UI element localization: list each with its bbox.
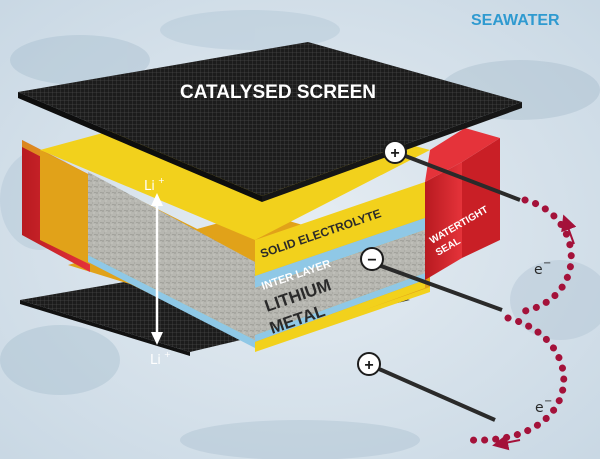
catalysed-screen-label: CATALYSED SCREEN (180, 82, 376, 103)
li-ion-bottom-charge: + (164, 350, 171, 359)
top-plus-symbol: + (390, 145, 399, 162)
solid-electrolyte-band (255, 182, 425, 276)
positive-bottom-wire (369, 363, 496, 422)
plus-circle-icon: + (383, 140, 407, 164)
li-ion-top-label: Li (144, 179, 155, 194)
electron-lower-charge: − (544, 396, 552, 407)
top-screen-left-edge (18, 92, 262, 202)
bottom-screen-edge (20, 300, 190, 356)
electrolyte-front-bottom (255, 280, 425, 350)
inter-layer-band (255, 218, 425, 288)
li-ion-bottom-label: Li (150, 353, 161, 368)
negative-wire (369, 260, 503, 312)
minus-symbol: − (367, 252, 376, 269)
bottom-plus-symbol: + (364, 357, 373, 374)
electron-upper-charge: − (543, 258, 551, 269)
dotted-loop-arrow-icon (466, 196, 577, 451)
right-seal-top (425, 128, 500, 182)
plus-circle-icon: + (357, 352, 381, 376)
electron-lower-label: e (535, 400, 544, 416)
ion-transport-arrow (151, 193, 163, 345)
right-watertight-seal (425, 162, 462, 280)
top-catalysed-screen (18, 42, 522, 196)
lithium-left-face (88, 172, 255, 340)
seawater-label: SEAWATER (471, 12, 560, 29)
positive-top-wire (394, 150, 521, 202)
li-ion-top-charge: + (158, 176, 165, 185)
minus-circle-icon: − (360, 247, 384, 271)
right-seal-side (462, 138, 500, 258)
interlayer-left-bottom (88, 255, 255, 348)
interlayer-front-bottom (255, 273, 425, 342)
electron-upper-label: e (534, 262, 543, 278)
